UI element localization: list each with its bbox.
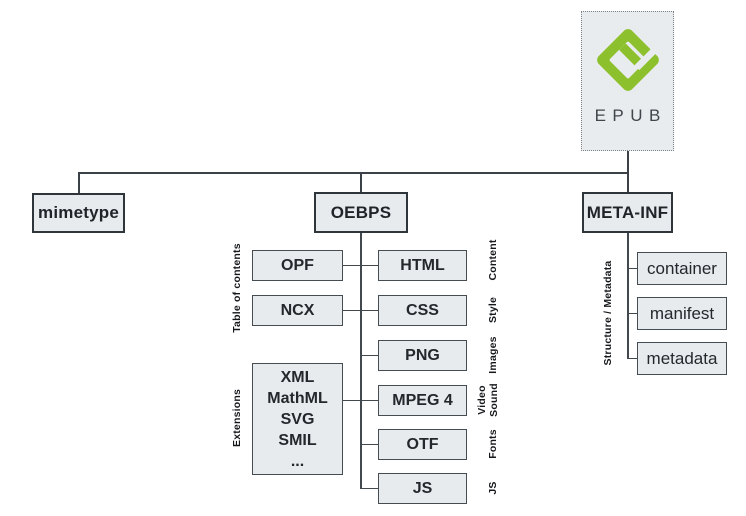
connector-png [360, 354, 378, 356]
node-css: CSS [378, 295, 467, 326]
node-opf: OPF [252, 250, 343, 281]
epub-root-label: EPUB [594, 106, 667, 125]
node-mpeg4-label: MPEG 4 [392, 391, 453, 409]
node-ncx: NCX [252, 295, 343, 326]
epub-root-node: EPUB [581, 11, 674, 151]
node-png-label: PNG [405, 346, 440, 364]
connector-js [360, 487, 378, 489]
group-label-structure-metadata: Structure / Metadata [602, 260, 614, 366]
connector-ext [343, 399, 361, 401]
tag-sound: Sound [488, 383, 500, 417]
connector-html [360, 264, 378, 266]
node-manifest-label: manifest [649, 303, 715, 323]
node-metadata: metadata [637, 342, 727, 375]
group-label-table-of-contents: Table of contents [231, 243, 243, 333]
connector-oebps-spine [360, 233, 362, 489]
node-container: container [637, 252, 727, 285]
node-js-label: JS [412, 479, 433, 497]
connector-opf [343, 264, 361, 266]
connector-mpeg [360, 399, 378, 401]
extensions-line-xml: XML [280, 368, 315, 386]
node-js: JS [378, 473, 467, 504]
tag-images: Images [487, 336, 499, 374]
node-mimetype: mimetype [32, 193, 125, 233]
connector-stub-oebps [360, 172, 362, 192]
node-oebps: OEBPS [314, 192, 408, 233]
extensions-line-svg: SVG [280, 410, 315, 428]
node-extensions: XML MathML SVG SMIL ... [252, 363, 343, 475]
node-html: HTML [378, 250, 467, 281]
node-oebps-label: OEBPS [330, 202, 392, 222]
connector-stub-metainf [627, 172, 629, 192]
connector-container [627, 267, 637, 269]
connector-css [360, 309, 378, 311]
connector-manifest [627, 312, 637, 314]
node-html-label: HTML [400, 256, 445, 274]
group-label-extensions: Extensions [231, 388, 243, 448]
tag-fonts: Fonts [487, 429, 499, 459]
node-otf: OTF [378, 429, 467, 460]
node-css-label: CSS [406, 301, 439, 319]
connector-otf [360, 443, 378, 445]
node-png: PNG [378, 340, 467, 371]
node-container-label: container [647, 258, 717, 278]
extensions-line-smil: SMIL [278, 431, 317, 449]
node-metadata-label: metadata [646, 348, 718, 368]
epub-logo-icon [596, 29, 659, 91]
extensions-line-mathml: MathML [267, 389, 328, 407]
node-otf-label: OTF [406, 435, 439, 453]
connector-root-drop [627, 151, 629, 173]
node-mpeg4: MPEG 4 [378, 385, 467, 416]
connector-metadata [627, 357, 637, 359]
node-manifest: manifest [637, 297, 727, 330]
connector-metainf-spine [627, 233, 629, 359]
tag-js: JS [487, 481, 499, 495]
tag-video: Video [476, 385, 488, 415]
node-ncx-label: NCX [280, 301, 315, 319]
connector-stub-mimetype [78, 172, 80, 193]
node-mimetype-label: mimetype [38, 203, 119, 222]
node-meta-inf-label: META-INF [586, 202, 669, 222]
tag-style: Style [487, 296, 499, 324]
connector-top-horizontal [78, 172, 629, 174]
node-meta-inf: META-INF [582, 192, 673, 233]
node-opf-label: OPF [281, 256, 314, 274]
extensions-line-ellipsis: ... [290, 452, 305, 470]
tag-content: Content [487, 239, 499, 281]
connector-ncx [343, 309, 361, 311]
